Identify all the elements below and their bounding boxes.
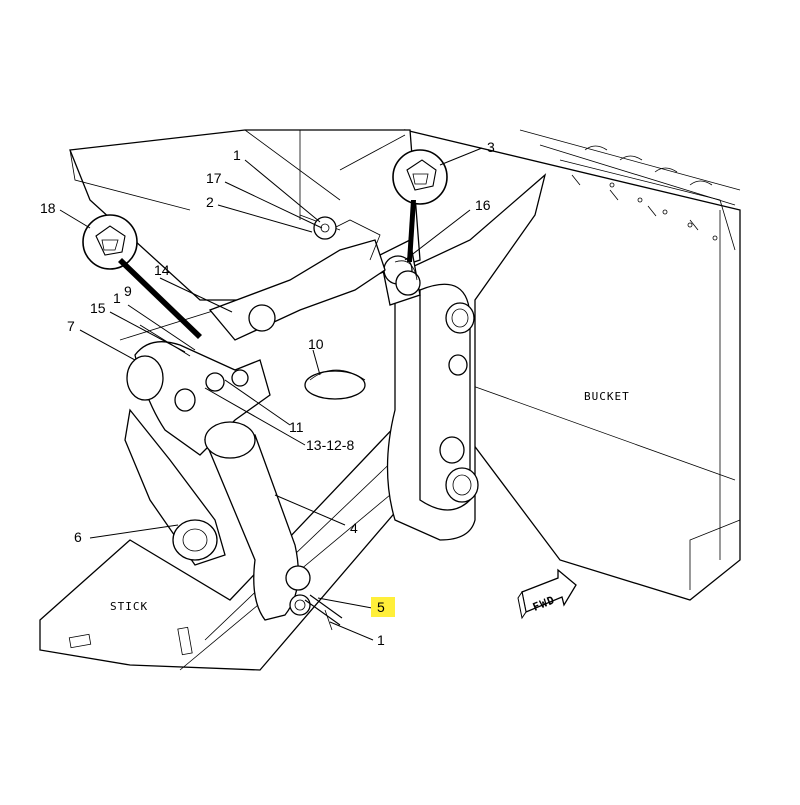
callout-4: 4	[350, 520, 358, 536]
link-4	[204, 421, 311, 621]
link-6	[124, 408, 226, 566]
callout-17: 17	[206, 170, 222, 186]
pin-10	[304, 369, 366, 400]
callout-5-highlight	[371, 597, 395, 617]
callout-16: 16	[475, 197, 491, 213]
callout-18: 18	[40, 200, 56, 216]
power-link-14	[208, 214, 386, 341]
callout-10: 10	[308, 336, 324, 352]
callout-6: 6	[74, 529, 82, 545]
callout-1-top: 1	[233, 147, 241, 163]
detail-bubble-3	[392, 149, 448, 262]
stick-label: STICK	[110, 600, 148, 613]
bucket-link-plates	[386, 173, 547, 541]
idler-link	[126, 341, 271, 456]
callout-1-bottom: 1	[377, 632, 385, 648]
callout-14: 14	[154, 262, 170, 278]
bucket-label: BUCKET	[584, 390, 630, 403]
callout-9: 9	[124, 283, 132, 299]
callout-13-12-8: 13-12-8	[306, 437, 354, 453]
callout-2: 2	[206, 194, 214, 210]
callout-7: 7	[67, 318, 75, 334]
leader-lines	[59, 147, 483, 641]
callout-3: 3	[487, 139, 495, 155]
callout-11: 11	[289, 419, 304, 435]
callout-15: 15	[90, 300, 106, 316]
fwd-arrow: FWD	[517, 568, 577, 620]
callout-1-mid: 1	[113, 290, 121, 306]
bolt-5	[304, 594, 343, 631]
detail-bubble-18	[82, 214, 202, 339]
callout-5: 5	[377, 599, 385, 615]
